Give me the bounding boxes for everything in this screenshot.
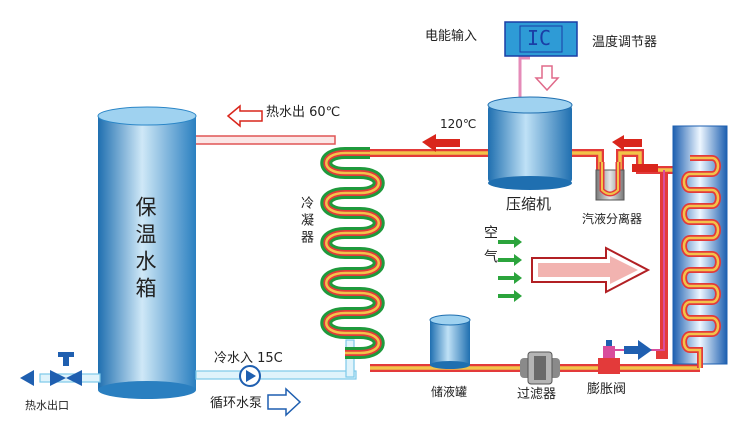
thermostat-label: 温度调节器 — [592, 35, 658, 50]
condenser-coil — [320, 147, 385, 359]
circulation-pump-label: 循环水泵 — [210, 396, 263, 411]
hot-water-outlet-label: 热水出口 — [25, 399, 69, 412]
ic-down-arrow — [534, 65, 560, 92]
air-flow-arrow — [531, 246, 651, 294]
expansion-valve[interactable] — [598, 340, 620, 374]
compressor — [487, 96, 573, 190]
filter-label: 过滤器 — [517, 387, 557, 402]
outlet-valve[interactable] — [20, 352, 82, 386]
storage-tank — [97, 106, 197, 399]
temp-120-label: 120℃ — [440, 117, 477, 131]
circulation-pump[interactable] — [239, 365, 261, 387]
ic-label: IC — [527, 26, 552, 50]
compressor-label: 压缩机 — [506, 195, 552, 213]
blue-flow-arrow — [624, 340, 652, 360]
red-flow-arrows — [422, 134, 658, 172]
liquid-reservoir — [429, 314, 471, 369]
green-air-arrows — [498, 236, 522, 302]
reservoir-label: 储液罐 — [431, 385, 468, 399]
cold-water-in-label: 冷水入 15C — [214, 351, 283, 366]
pump-arrow — [267, 387, 302, 417]
evaporator — [672, 125, 728, 368]
gas-liquid-separator — [595, 162, 625, 201]
hot-water-out-label: 热水出 60℃ — [266, 105, 341, 120]
power-wire — [518, 56, 530, 105]
air-flow-arrow-inner — [538, 256, 638, 284]
air-label: 空气 — [482, 225, 498, 273]
hot-water-top-pipe — [194, 135, 336, 145]
hot-out-arrow — [226, 104, 263, 128]
filter-component — [520, 351, 560, 385]
power-input-label: 电能输入 — [425, 29, 478, 44]
cold-in-pipe — [195, 370, 357, 380]
ic-box[interactable] — [504, 21, 578, 57]
condenser-label: 冷凝器 — [298, 196, 313, 247]
separator-label: 汽液分离器 — [582, 212, 643, 226]
expansion-valve-label: 膨胀阀 — [587, 382, 627, 397]
tank-label: 保温水箱 — [133, 196, 157, 304]
